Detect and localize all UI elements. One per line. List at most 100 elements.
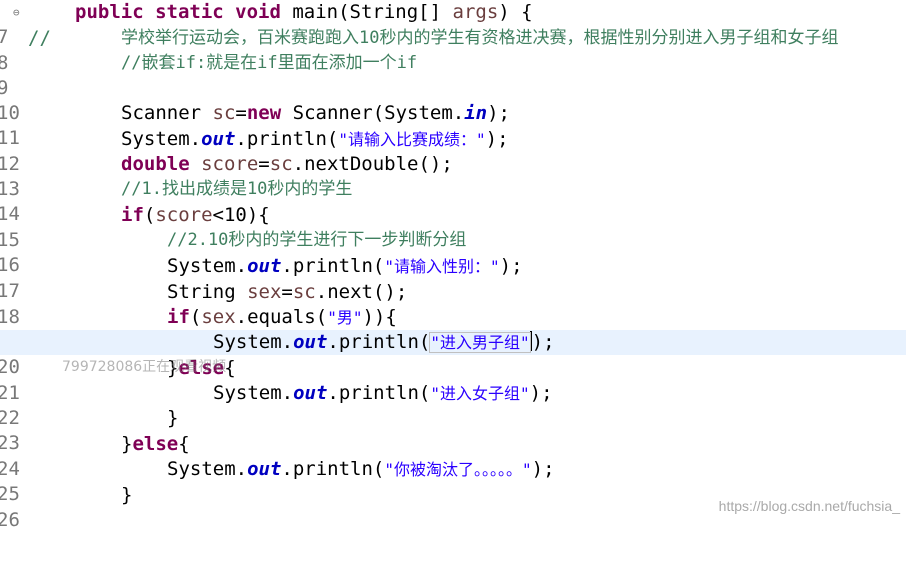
code-line-11[interactable]: 11 Scanner sc=new Scanner(System.in); [0, 101, 906, 149]
field-token: out [293, 382, 328, 404]
plain-token: ); [499, 255, 523, 277]
plain-token: System. [213, 331, 294, 353]
plain-token: ( [143, 204, 156, 226]
plain-token: { [178, 433, 190, 455]
variable-token: args [452, 1, 499, 23]
plain-token: .equals( [235, 306, 328, 328]
code-line-18[interactable]: 18 String sex=sc.next(); [0, 280, 906, 328]
string-token: "男" [327, 308, 363, 327]
plain-token: System. [213, 382, 294, 404]
variable-token: sex [201, 306, 236, 328]
code-text: System.out.println("请输入性别："); [167, 254, 523, 279]
plain-token: .nextDouble(); [292, 153, 453, 175]
plain-token: System. [121, 128, 202, 150]
plain-token: .println( [327, 331, 431, 353]
plain-token: .println( [235, 128, 339, 150]
plain-token: System. [167, 458, 248, 480]
field-token: in [464, 102, 488, 124]
code-line-17[interactable]: 17 System.out.println("请输入性别："); [0, 254, 906, 302]
code-line-10[interactable]: 10 [0, 76, 906, 124]
code-line-19[interactable]: 19 if(sex.equals("男")){ [0, 305, 906, 353]
code-line-20-current[interactable]: 20 System.out.println("进入男子组"); [0, 330, 906, 378]
plain-token: ( [189, 306, 202, 328]
plain-token: .println( [327, 382, 431, 404]
code-text: // [28, 26, 51, 51]
plain-token: String [167, 281, 248, 303]
code-line-12[interactable]: 12 System.out.println("请输入比赛成绩："); [0, 127, 906, 175]
plain-token: Scanner [121, 102, 213, 124]
variable-token: sex [247, 281, 282, 303]
line-number: 7 [0, 26, 9, 48]
string-token: "请输入比赛成绩：" [338, 130, 486, 149]
variable-token: score [155, 204, 213, 226]
keyword-token: if [121, 204, 144, 226]
plain-token: = [258, 153, 270, 175]
plain-token: .next(); [315, 281, 408, 303]
plain-token: ) { [498, 1, 533, 23]
code-text: System.out.println("进入男子组"); [213, 330, 555, 355]
line-number: 9 [0, 77, 9, 99]
variable-token: sc [212, 102, 236, 124]
code-text: }else{ [167, 356, 236, 381]
keyword-token: if [167, 306, 190, 328]
plain-token: main(String[] [292, 1, 453, 23]
plain-token: } [167, 357, 179, 379]
plain-token [190, 153, 201, 175]
code-line-9[interactable]: 9 //嵌套if:就是在if里面在添加一个if [0, 51, 906, 99]
code-line-15[interactable]: 15 if(score<10){ [0, 203, 906, 251]
code-editor[interactable]: 7 ⊖ public static void main(String[] arg… [0, 0, 906, 531]
plain-token: System. [167, 255, 248, 277]
plain-token: Scanner(System. [281, 102, 465, 124]
code-line-14[interactable]: 14 //1.找出成绩是10秒内的学生 [0, 177, 906, 225]
code-line-22[interactable]: 22 System.out.println("进入女子组"); [0, 381, 906, 429]
fold-collapse-icon[interactable]: ⊖ [13, 6, 20, 19]
plain-token: } [167, 407, 179, 429]
code-text: System.out.println("你被淘汰了。。。。。"); [167, 457, 555, 482]
code-line-8[interactable]: 8 // 学校举行运动会，百米赛跑跑入10秒内的学生有资格进决赛，根据性别分别进… [0, 26, 906, 74]
code-line-7[interactable]: 7 ⊖ public static void main(String[] arg… [0, 0, 906, 48]
code-line-24[interactable]: 24 }else{ [0, 432, 906, 480]
line-number: 26 [0, 509, 20, 531]
code-line-25[interactable]: 25 System.out.println("你被淘汰了。。。。。"); [0, 457, 906, 505]
plain-token: .println( [281, 255, 385, 277]
keyword-token: else [178, 357, 225, 379]
plain-token: ); [529, 382, 553, 404]
code-line-21[interactable]: 21 }else{ [0, 356, 906, 404]
code-text: } [121, 483, 132, 508]
code-text: System.out.println("请输入比赛成绩："); [121, 127, 509, 152]
code-text: public static void main(String[] args) { [75, 0, 533, 25]
viewer-watermark: 799728086正在观看视频 [62, 359, 227, 375]
code-text: Scanner sc=new Scanner(System.in); [121, 101, 510, 126]
field-token: out [293, 331, 328, 353]
code-line-16[interactable]: 16 //2.10秒内的学生进行下一步判断分组 [0, 228, 906, 276]
code-line-13[interactable]: 13 double score=sc.nextDouble(); [0, 152, 906, 200]
plain-token: .println( [281, 458, 385, 480]
field-token: out [247, 255, 282, 277]
text-cursor [529, 331, 532, 351]
plain-token: = [281, 281, 293, 303]
plain-token: = [235, 102, 247, 124]
plain-token: <10){ [212, 204, 270, 226]
keyword-token: else [132, 433, 179, 455]
string-token: "进入女子组" [430, 384, 530, 403]
plain-token: } [121, 433, 133, 455]
string-token: "你被淘汰了。。。。。" [384, 460, 532, 479]
comment-token: //1.找出成绩是10秒内的学生 [121, 179, 353, 199]
keyword-token: new [246, 102, 282, 124]
blog-watermark: https://blog.csdn.net/fuchsia_ [718, 498, 900, 514]
keyword-token: double [121, 153, 190, 175]
code-text: } [167, 406, 178, 431]
comment-token: 学校举行运动会，百米赛跑跑入10秒内的学生有资格进决赛，根据性别分别进入男子组和… [121, 28, 839, 48]
code-text: if(score<10){ [121, 203, 270, 228]
field-token: out [247, 458, 282, 480]
code-text: String sex=sc.next(); [167, 280, 407, 305]
code-line-23[interactable]: 23 } [0, 406, 906, 454]
variable-token: sc [292, 281, 316, 303]
keyword-token: public static void [75, 1, 293, 23]
plain-token: ); [531, 331, 555, 353]
comment-token: //嵌套if:就是在if里面在添加一个if [121, 53, 418, 73]
plain-token: )){ [362, 306, 397, 328]
code-text: if(sex.equals("男")){ [167, 305, 397, 330]
line-number: 8 [0, 52, 9, 74]
string-token: "进入男子组" [429, 332, 531, 353]
